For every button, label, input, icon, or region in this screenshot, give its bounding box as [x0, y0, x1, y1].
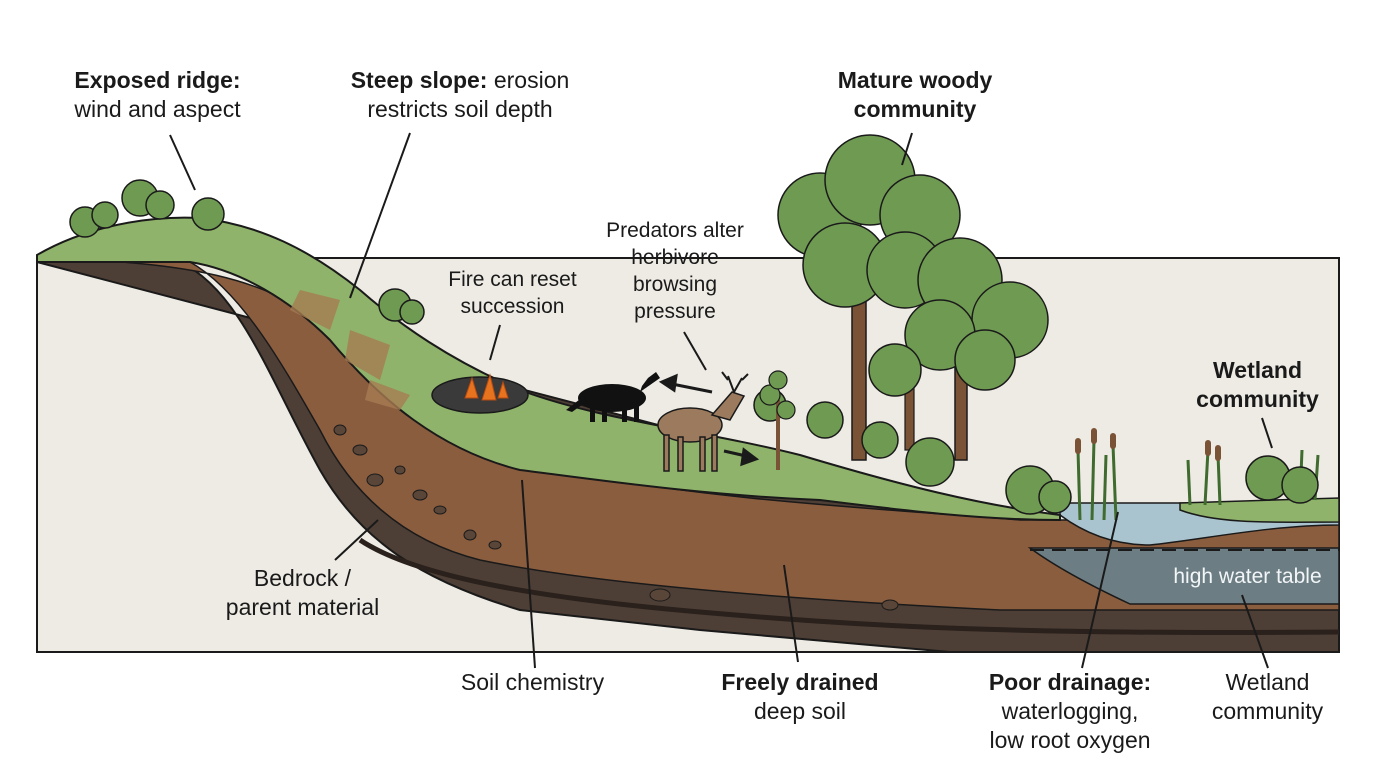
label-high-water-table: high water table	[1173, 565, 1322, 588]
ridge-shrubs	[69, 179, 425, 325]
label-exposed-ridge: Exposed ridge: wind and aspect	[74, 67, 241, 122]
label-freely-drained: Freely drained deep soil	[721, 669, 879, 724]
wetland-reeds	[1076, 439, 1320, 521]
sapling-icon	[759, 370, 796, 470]
leader-lines	[169, 132, 1273, 669]
label-fire: Fire can reset succession	[448, 268, 577, 318]
label-bedrock: Bedrock / parent material	[225, 565, 380, 620]
label-soil-chemistry: Soil chemistry	[460, 669, 605, 695]
mature-trees	[777, 134, 1049, 461]
erosion-marks	[290, 290, 410, 410]
rocks	[333, 424, 899, 611]
wetland-shrub	[1245, 455, 1319, 504]
grass-surface	[36, 216, 1061, 522]
label-steep-slope: Steep slope: erosion restricts soil dept…	[350, 67, 570, 122]
soil-horizon-line	[358, 537, 1340, 636]
label-wetland-bottom: Wetland community	[1211, 669, 1324, 724]
deer-icon	[657, 371, 749, 472]
fire-patch	[431, 373, 529, 414]
interaction-arrows	[658, 373, 760, 467]
label-wetland-top: Wetland community	[1196, 357, 1319, 412]
label-mature-woody: Mature woody community	[837, 67, 993, 122]
label-poor-drainage: Poor drainage: waterlogging, low root ox…	[988, 669, 1152, 753]
cattail-heads	[1075, 428, 1221, 461]
label-predators: Predators alter herbivore browsing press…	[606, 219, 744, 323]
wolf-icon	[566, 372, 660, 422]
